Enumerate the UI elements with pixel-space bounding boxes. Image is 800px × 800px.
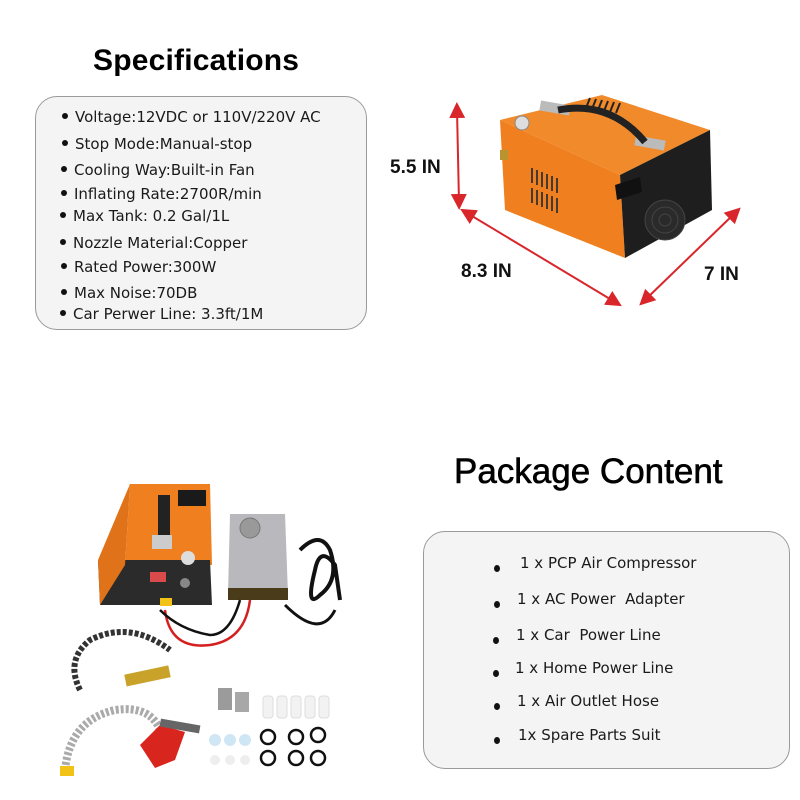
spec-item: Voltage:12VDC or 110V/220V AC [62,108,321,126]
package-item: 1 x AC Power Adapter [517,590,685,608]
bullet-icon [61,165,67,172]
package-item: 1 x Car Power Line [516,626,661,644]
spec-text: Rated Power:300W [74,258,217,276]
spec-item: Max Tank: 0.2 Gal/1L [60,207,229,225]
spec-item: Cooling Way:Built-in Fan [61,161,255,179]
spec-item: Stop Mode:Manual-stop [62,135,252,153]
spec-text: Cooling Way:Built-in Fan [74,161,255,179]
bullet-icon [494,601,500,608]
bullet-icon [493,637,499,644]
bullet-icon [60,238,66,245]
spec-item: Car Perwer Line: 3.3ft/1M [60,305,263,323]
package-contents-illustration [60,484,342,776]
bullet-icon [494,737,500,744]
spec-text: Voltage:12VDC or 110V/220V AC [75,108,321,126]
bullet-icon [62,139,68,146]
spec-text: Max Noise:70DB [74,284,198,302]
spec-item: Inflating Rate:2700R/min [61,185,262,203]
spec-text: Stop Mode:Manual-stop [75,135,253,153]
package-item: 1 x Home Power Line [515,659,674,677]
specifications-panel: Voltage:12VDC or 110V/220V AC Stop Mode:… [35,96,367,330]
compressor-dimension-illustration [449,95,741,307]
bullet-icon [60,211,66,218]
bullet-icon [61,189,67,196]
spec-item: Rated Power:300W [61,258,216,276]
specifications-title: Specifications [93,44,300,77]
spec-item: Nozzle Material:Copper [60,234,247,252]
bullet-icon [62,112,68,119]
spec-text: Inflating Rate:2700R/min [74,185,262,203]
bullet-icon [494,565,500,572]
bullet-icon [494,703,500,710]
package-item: 1 x Air Outlet Hose [517,692,660,710]
package-content-title: Package Content [454,452,723,492]
package-content-panel: 1 x PCP Air Compressor 1 x AC Power Adap… [423,531,790,769]
bullet-icon [60,309,66,316]
spec-text: Nozzle Material:Copper [73,234,248,252]
spec-text: Max Tank: 0.2 Gal/1L [73,207,230,225]
package-item: 1x Spare Parts Suit [518,726,661,744]
bullet-icon [493,670,499,677]
dimension-height-label: 5.5 IN [390,157,441,178]
bullet-icon [61,288,67,295]
spec-item: Max Noise:70DB [61,284,197,302]
package-item: 1 x PCP Air Compressor [520,554,697,572]
bullet-icon [61,262,67,269]
spec-text: Car Perwer Line: 3.3ft/1M [73,305,264,323]
